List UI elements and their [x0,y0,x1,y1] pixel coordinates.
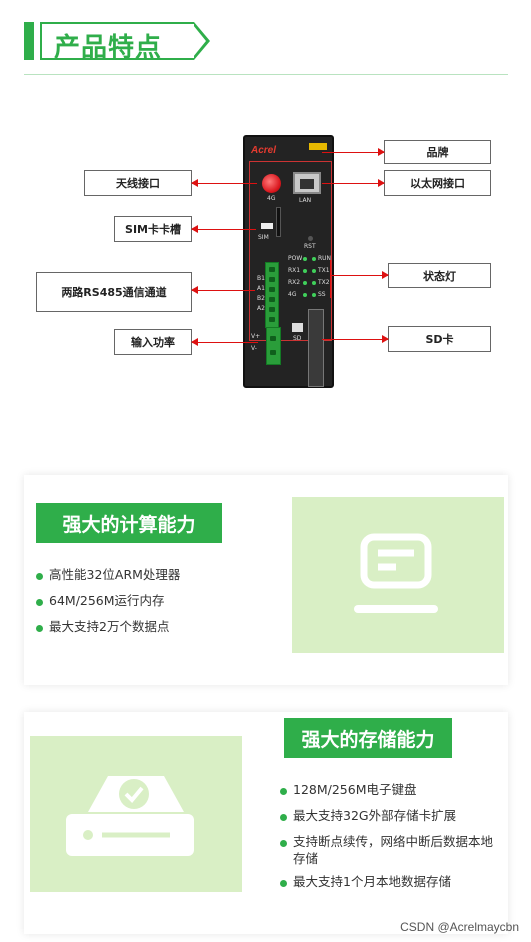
header-divider [24,74,508,75]
bracket-status-led [330,260,331,298]
device-front-panel-frame [249,161,332,341]
reset-button-icon [308,236,313,241]
arrow-sd [322,335,389,343]
arrow-power [191,338,258,346]
sim-card-icon [261,223,273,229]
list-item: 最大支持2万个数据点 [36,619,180,636]
device-brand-logo: Acrel [251,145,277,156]
led-indicator-icon [303,257,307,261]
arrow-antenna [191,179,257,187]
sd-label: SD [293,335,302,342]
power-label-vminus: V- [251,345,257,352]
rst-label: RST [304,243,316,250]
arrow-sim [191,225,256,233]
led-indicator-icon [312,269,316,273]
list-item: 支持断点续传，网络中断后数据本地存储 [280,834,502,868]
callout-sim: SIM卡卡槽 [114,216,192,242]
port-label-a2: A2 [257,305,265,312]
arrow-status-led [330,271,389,279]
header-accent-bar [24,22,34,60]
led-label-ss: SS [318,291,326,298]
led-label-4g: 4G [288,291,297,298]
watermark: CSDN @Acrelmaycbn [400,920,519,934]
led-label-rx1: RX1 [288,267,301,274]
sim-slot-icon [276,207,281,237]
antenna-label: 4G [267,195,276,202]
monitor-icon [354,533,438,613]
port-label-b2: B2 [257,295,265,302]
feature-card-compute: 强大的计算能力 高性能32位ARM处理器 64M/256M运行内存 最大支持2万… [24,475,508,685]
power-terminal-block [266,327,281,365]
led-indicator-icon [312,281,316,285]
port-label-a1: A1 [257,285,265,292]
led-indicator-icon [303,293,307,297]
list-item: 最大支持32G外部存储卡扩展 [280,808,502,825]
arrow-rs485 [191,286,255,294]
storage-illustration-panel [30,736,242,892]
arrow-ethernet [322,179,385,187]
hard-drive-icon [66,776,194,856]
led-indicator-icon [303,269,307,273]
power-label-vplus: V+ [251,333,261,340]
gateway-device-image: Acrel 4G LAN RST SIM B1 A1 B2 A2 POW RX1… [243,135,334,388]
feature-list-compute: 高性能32位ARM处理器 64M/256M运行内存 最大支持2万个数据点 [36,567,180,636]
led-indicator-icon [303,281,307,285]
callout-brand: 品牌 [384,140,491,164]
led-label-tx1: TX1 [318,267,330,274]
arrow-brand [322,148,385,156]
ethernet-port-icon [293,172,321,194]
feature-list-storage: 128M/256M电子键盘 最大支持32G外部存储卡扩展 支持断点续传，网络中断… [280,782,502,890]
led-label-tx2: TX2 [318,279,330,286]
callout-sd: SD卡 [388,326,491,352]
header-title-frame: 产品特点 [40,22,210,63]
led-label-rx2: RX2 [288,279,301,286]
led-label-run: RUN [318,255,332,262]
antenna-connector-icon [262,174,281,193]
list-item: 128M/256M电子键盘 [280,782,502,799]
feature-title-storage: 强大的存储能力 [284,718,452,758]
device-model-tag [309,143,327,150]
feature-card-storage: 强大的存储能力 128M/256M电子键盘 最大支持32G外部存储卡扩展 支持断… [24,712,508,934]
list-item: 高性能32位ARM处理器 [36,567,180,584]
sd-card-slot [308,309,324,387]
led-indicator-icon [312,257,316,261]
callout-rs485: 两路RS485通信通道 [36,272,192,312]
list-item: 最大支持1个月本地数据存储 [280,874,502,891]
port-label-b1: B1 [257,275,265,282]
compute-illustration-panel [292,497,504,653]
sim-label: SIM [258,234,269,241]
section-header: 产品特点 [24,18,214,64]
led-indicator-icon [312,293,316,297]
feature-title-compute: 强大的计算能力 [36,503,222,543]
list-item: 64M/256M运行内存 [36,593,180,610]
led-label-pow: POW [288,255,303,262]
page-title: 产品特点 [54,33,163,63]
callout-antenna: 天线接口 [84,170,192,196]
sd-card-icon [292,323,303,332]
callout-status-led: 状态灯 [388,263,491,288]
lan-label: LAN [299,197,312,204]
callout-power: 输入功率 [114,329,192,355]
callout-ethernet: 以太网接口 [384,170,491,196]
rs485-terminal-block [265,262,279,328]
